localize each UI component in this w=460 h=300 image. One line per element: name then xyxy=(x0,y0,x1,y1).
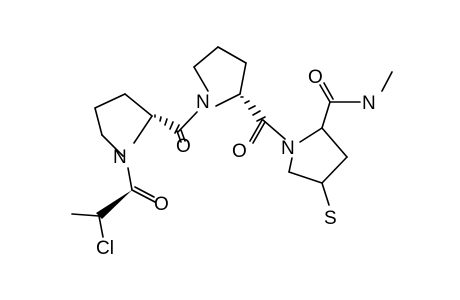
atom-n2: N xyxy=(196,92,210,113)
bond xyxy=(98,215,104,238)
bond xyxy=(131,189,156,203)
atom-o1: O xyxy=(154,194,169,215)
amide-linker-2 xyxy=(240,96,286,144)
hashed-bond xyxy=(240,96,266,122)
bond xyxy=(321,127,348,158)
bond xyxy=(288,157,293,173)
bond xyxy=(124,93,153,117)
bond xyxy=(177,111,198,133)
bond xyxy=(321,182,330,206)
atom-n1: N xyxy=(113,147,127,168)
bond xyxy=(180,129,186,142)
pyrrolidine-ring-3 xyxy=(288,127,348,206)
atom-s: S xyxy=(324,208,337,229)
bond xyxy=(249,119,263,142)
atom-o4: O xyxy=(308,67,323,88)
bond xyxy=(101,134,124,157)
bond xyxy=(193,46,219,68)
wedge-bond xyxy=(96,190,132,219)
atom-n3: N xyxy=(281,138,295,159)
bond xyxy=(215,93,241,107)
bond xyxy=(239,62,247,95)
bond xyxy=(321,156,348,184)
bond xyxy=(133,115,153,144)
bond xyxy=(127,167,133,191)
bond xyxy=(262,119,286,140)
atom-cl: Cl xyxy=(96,238,114,259)
bond xyxy=(288,171,323,184)
bond xyxy=(252,121,266,144)
bond xyxy=(321,101,331,129)
pyrrolidine-ring-2 xyxy=(193,46,247,107)
bond xyxy=(94,107,103,136)
pyrrolidine-ring-1 xyxy=(94,93,153,157)
atom-o2: O xyxy=(176,136,191,157)
bond xyxy=(134,186,155,198)
bond xyxy=(71,213,100,217)
bond xyxy=(176,130,182,143)
bond xyxy=(94,93,126,109)
bond xyxy=(323,82,334,100)
bond xyxy=(217,46,247,64)
bond xyxy=(193,66,209,92)
hashed-bond xyxy=(154,114,180,134)
atom-o3: O xyxy=(232,141,247,162)
bond xyxy=(319,84,331,103)
bond xyxy=(381,71,393,92)
carboxamide-group xyxy=(319,71,393,129)
atom-n4: N xyxy=(362,93,376,114)
bond xyxy=(299,127,323,143)
chloropropanoyl-group xyxy=(71,167,156,238)
amide-linker-1 xyxy=(154,111,198,143)
